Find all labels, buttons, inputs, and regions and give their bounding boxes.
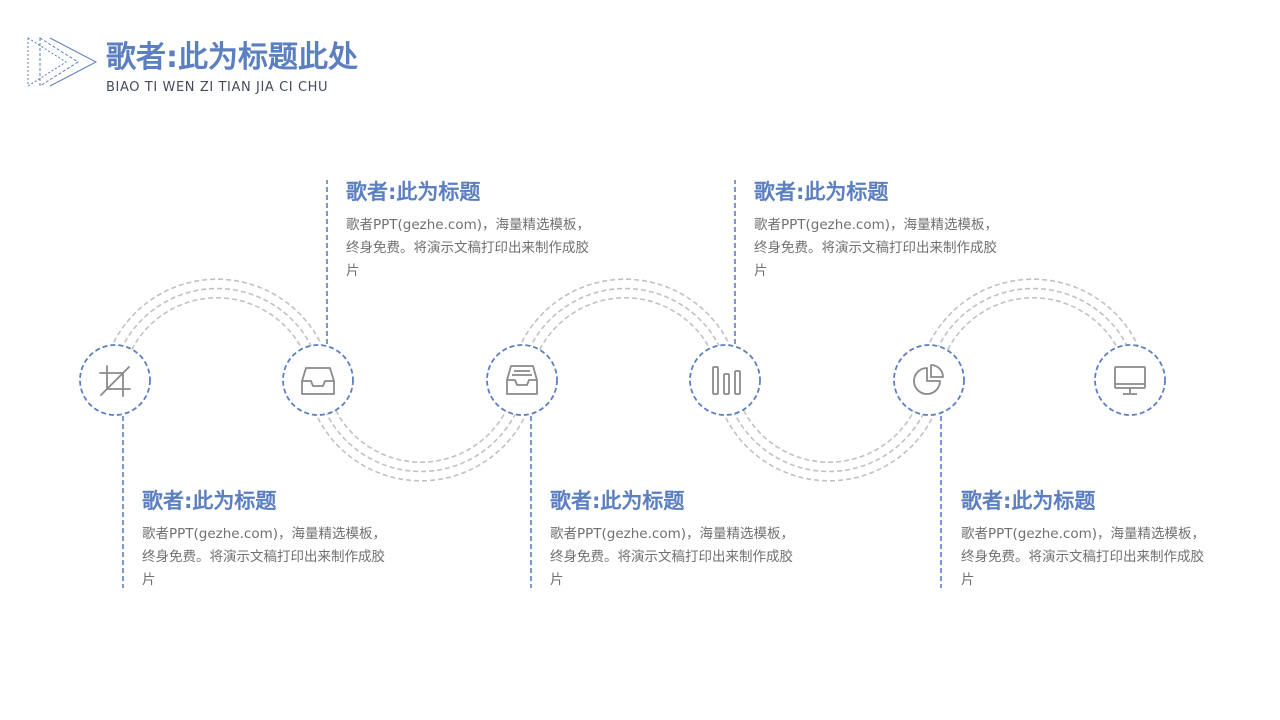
- connector-arc-5: [917, 278, 1149, 381]
- step-card-5: 歌者:此为标题 歌者PPT(gezhe.com)，海量精选模板，终身免费。将演示…: [961, 487, 1221, 592]
- monitor-icon: [1114, 366, 1146, 395]
- connector-arcs: [101, 278, 1149, 482]
- step-node-3[interactable]: [486, 344, 558, 416]
- crop-icon: [99, 365, 131, 397]
- pie-chart-icon: [913, 364, 944, 395]
- connector-arc-3: [519, 287, 731, 381]
- archive-box-icon: [506, 365, 538, 395]
- step-card-2: 歌者:此为标题 歌者PPT(gezhe.com)，海量精选模板，终身免费。将演示…: [346, 178, 606, 283]
- connector-arc-5: [927, 287, 1139, 381]
- step-card-text: 歌者PPT(gezhe.com)，海量精选模板，终身免费。将演示文稿打印出来制作…: [142, 526, 387, 588]
- step-node-2[interactable]: [282, 344, 354, 416]
- step-node-5[interactable]: [893, 344, 965, 416]
- inbox-tray-icon: [301, 367, 335, 395]
- connector-arc-3: [529, 297, 721, 381]
- step-card-title: 歌者:此为标题: [142, 489, 277, 513]
- step-card-3: 歌者:此为标题 歌者PPT(gezhe.com)，海量精选模板，终身免费。将演示…: [550, 487, 810, 592]
- connector-arc-1: [121, 297, 313, 381]
- step-card-text: 歌者PPT(gezhe.com)，海量精选模板，终身免费。将演示文稿打印出来制作…: [961, 526, 1206, 588]
- connector-arc-5: [937, 297, 1129, 381]
- connector-arc-2: [315, 379, 527, 473]
- leader-lines: [122, 180, 942, 588]
- connector-arc-2: [325, 379, 517, 463]
- step-card-text: 歌者PPT(gezhe.com)，海量精选模板，终身免费。将演示文稿打印出来制作…: [550, 526, 795, 588]
- connector-arc-4: [723, 379, 935, 473]
- step-card-title: 歌者:此为标题: [754, 180, 889, 204]
- connector-arc-2: [305, 379, 537, 482]
- step-card-title: 歌者:此为标题: [550, 489, 685, 513]
- step-card-title: 歌者:此为标题: [346, 180, 481, 204]
- page-title: 歌者:此为标题此处: [106, 40, 358, 75]
- connector-arc-3: [509, 278, 741, 381]
- page-subtitle: BIAO TI WEN ZI TIAN JIA CI CHU: [106, 80, 329, 95]
- step-card-text: 歌者PPT(gezhe.com)，海量精选模板，终身免费。将演示文稿打印出来制作…: [346, 217, 591, 279]
- connector-arc-1: [101, 278, 333, 381]
- step-card-4: 歌者:此为标题 歌者PPT(gezhe.com)，海量精选模板，终身免费。将演示…: [754, 178, 1014, 283]
- step-node-4[interactable]: [689, 344, 761, 416]
- bar-chart-icon: [712, 366, 741, 395]
- step-node-1[interactable]: [79, 344, 151, 416]
- connector-arc-4: [713, 379, 945, 482]
- step-card-text: 歌者PPT(gezhe.com)，海量精选模板，终身免费。将演示文稿打印出来制作…: [754, 217, 999, 279]
- step-card-1: 歌者:此为标题 歌者PPT(gezhe.com)，海量精选模板，终身免费。将演示…: [142, 487, 402, 592]
- connector-arc-4: [733, 379, 925, 463]
- step-card-title: 歌者:此为标题: [961, 489, 1096, 513]
- step-node-6[interactable]: [1094, 344, 1166, 416]
- play-triangle-logo-icon: [27, 37, 98, 87]
- connector-arc-1: [111, 287, 323, 381]
